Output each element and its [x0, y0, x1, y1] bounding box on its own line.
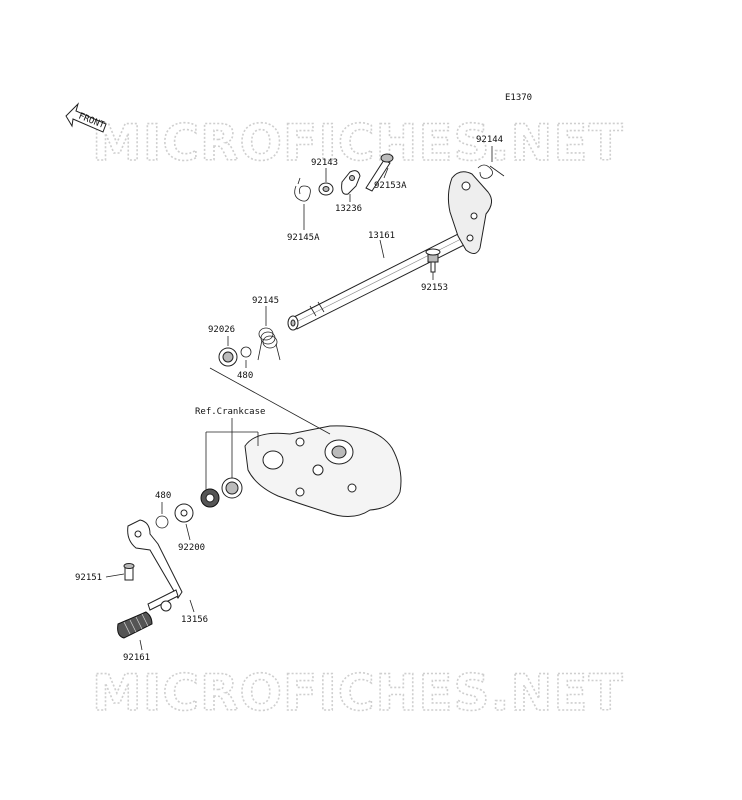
washer-92200 [174, 503, 194, 523]
spring-92145 [257, 327, 281, 361]
circlip-480-lower [155, 515, 169, 529]
label-92153: 92153 [421, 283, 448, 293]
shift-arm [447, 171, 492, 254]
shift-shaft [287, 231, 469, 331]
label-92145A: 92145A [287, 233, 320, 243]
leader-lines [105, 146, 493, 651]
label-480-lower: 480 [155, 491, 171, 501]
label-92144: 92144 [476, 135, 503, 145]
label-92026: 92026 [208, 325, 235, 335]
label-92161: 92161 [123, 653, 150, 663]
bearing [221, 477, 243, 499]
label-13156: 13156 [181, 615, 208, 625]
shift-pedal [127, 519, 183, 612]
oil-seal-lower [200, 488, 220, 508]
label-480-upper: 480 [237, 371, 253, 381]
ref-crankcase-label: Ref.Crankcase [195, 407, 265, 417]
label-13236: 13236 [335, 204, 362, 214]
pedal-rubber-92161 [117, 611, 153, 639]
label-92153A: 92153A [374, 181, 407, 191]
bolt-92151 [123, 563, 135, 581]
spring-92145A [294, 177, 311, 202]
label-92151: 92151 [75, 573, 102, 583]
bolt-92153 [425, 248, 441, 273]
watermark-top: MICROFICHES.NET [92, 114, 624, 172]
diagram-code: E1370 [505, 93, 532, 103]
crankcase [244, 425, 402, 517]
bolt-92153A [365, 153, 394, 192]
collar-92143 [318, 182, 334, 196]
label-92145: 92145 [252, 296, 279, 306]
return-spring-92144 [477, 164, 505, 179]
label-92200: 92200 [178, 543, 205, 553]
circlip-480-upper [240, 346, 252, 358]
label-92143: 92143 [311, 158, 338, 168]
label-13161: 13161 [368, 231, 395, 241]
watermark-bottom: MICROFICHES.NET [92, 664, 624, 722]
lever-13236 [341, 170, 361, 195]
oil-seal-92026 [218, 347, 238, 367]
